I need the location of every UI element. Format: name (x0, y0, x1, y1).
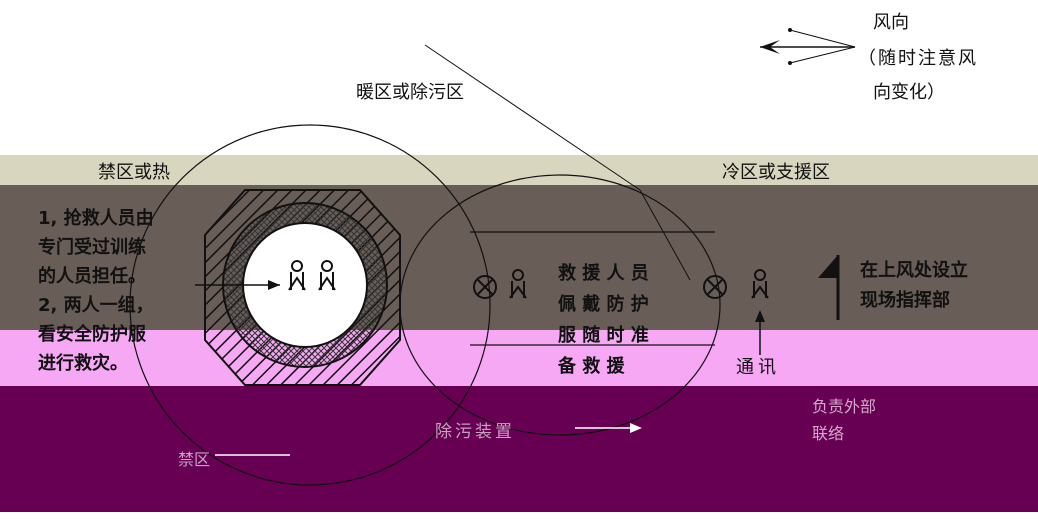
standby-line: 备 救 援 (558, 356, 625, 377)
rescue-note-line: 专门受过训练 (38, 237, 146, 258)
warm-zone-leader-line (424, 44, 641, 191)
rescue-note-line: 的人员担任。 (38, 266, 146, 287)
band-beige (0, 155, 1038, 185)
rescuer-pair-icon (288, 260, 336, 291)
wind-arrow-icon (760, 28, 856, 65)
band-purple (0, 386, 1038, 512)
hot-zone-label: 禁区或热 (98, 162, 170, 183)
rescue-note-line: 看安全防护服 (38, 324, 146, 345)
comms-sub1: 负责外部 (812, 397, 877, 416)
band-pink (0, 330, 1038, 386)
rescue-note-line: 2, 两人一组， (38, 295, 154, 316)
wind-note-line1: （随时注意风 (858, 48, 978, 69)
command-notes: 在上风处设立 现场指挥部 (860, 256, 968, 316)
cold-zone-label: 冷区或支援区 (722, 162, 830, 183)
standby-line: 救 援 人 员 (558, 263, 649, 284)
rescue-note-line: 进行救灾。 (38, 353, 128, 374)
decon-label: 除污装置 (435, 422, 515, 442)
command-line: 现场指挥部 (860, 290, 950, 311)
standby-line: 佩 戴 防 护 (558, 294, 649, 315)
forbidden-bottom-label: 禁区 (178, 450, 211, 469)
band-gray (0, 185, 1038, 330)
wind-title: 风向 (873, 12, 909, 33)
command-flag-icon (818, 255, 840, 320)
rescue-notes: 1, 抢救人员由 专门受过训练 的人员担任。 2, 两人一组， 看安全防护服 进… (38, 204, 154, 378)
command-line: 在上风处设立 (860, 260, 968, 281)
hot-zone-circle (129, 124, 491, 486)
comms-label: 通讯 (736, 357, 780, 378)
standby-rescuer-icon (473, 269, 527, 299)
standby-line: 服 随 时 准 (558, 325, 649, 346)
support-rescuer-icon (703, 269, 769, 299)
wind-note-line2: 向变化） (873, 82, 945, 103)
rescue-note-line: 1, 抢救人员由 (38, 208, 154, 229)
standby-notes: 救 援 人 员 佩 戴 防 护 服 随 时 准 备 救 援 (558, 258, 649, 382)
warm-zone-label: 暖区或除污区 (356, 82, 464, 103)
comms-sub2: 联络 (812, 424, 845, 443)
